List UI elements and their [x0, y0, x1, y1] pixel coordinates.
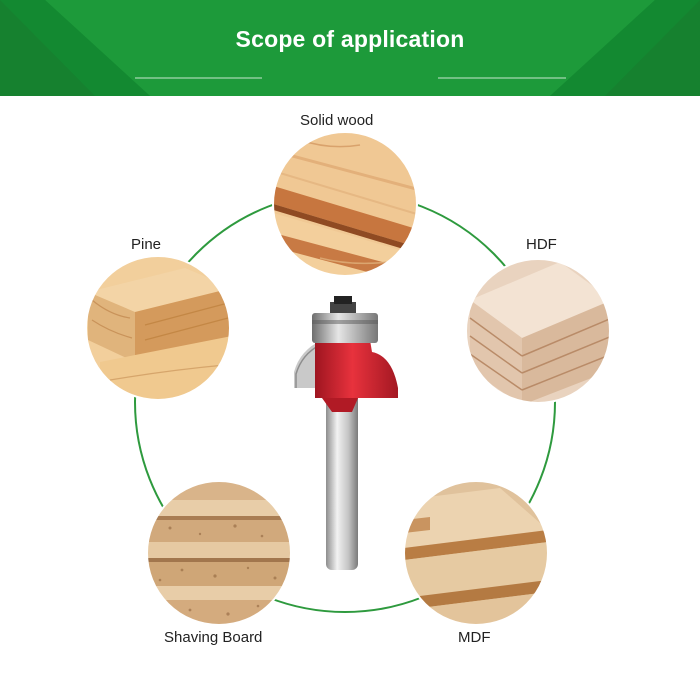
header-banner	[0, 0, 700, 96]
hdf-photo	[466, 259, 610, 403]
label-mdf: MDF	[458, 629, 491, 646]
router-bit-photo	[294, 296, 398, 570]
label-pine: Pine	[131, 236, 162, 253]
label-solid-wood: Solid wood	[300, 112, 374, 129]
label-shaving-board: Shaving Board	[164, 629, 263, 646]
shaving-board-photo	[147, 481, 291, 625]
label-hdf: HDF	[526, 236, 557, 253]
mdf-photo	[404, 481, 548, 625]
page-title: Scope of application	[235, 26, 465, 52]
